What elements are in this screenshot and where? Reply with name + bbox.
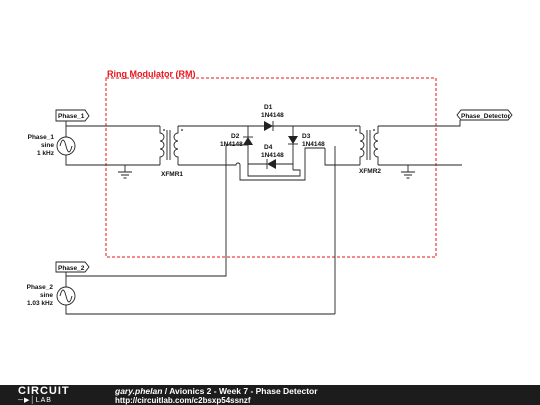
xfmr2-label: XFMR2 [359, 168, 381, 175]
phase1-source-wave: sine [41, 142, 54, 149]
d3-part: 1N4148 [302, 141, 325, 148]
phase2-source[interactable]: Phase_2 sine 1.03 kHz [27, 284, 76, 307]
phase-detector-flag-label: Phase_Detector [461, 113, 511, 120]
footer-title-line: gary.phelan / Avionics 2 - Week 7 - Phas… [115, 386, 318, 396]
ground-symbol [118, 165, 132, 179]
phase2-source-wave: sine [40, 292, 53, 299]
phase2-source-name: Phase_2 [27, 284, 54, 291]
ring-modulator-title: Ring Modulator (RM) [107, 69, 195, 79]
phase2-source-freq: 1.03 kHz [27, 300, 54, 307]
logo-text-lab: LAB [35, 397, 52, 404]
d3-name: D3 [302, 133, 311, 140]
footer-circuit-title: Avionics 2 - Week 7 - Phase Detector [169, 386, 318, 396]
schematic-canvas: Ring Modulator (RM) Phase_1 sine 1 kHz P… [27, 69, 513, 315]
diode-d1[interactable]: D1 1N4148 [261, 104, 284, 131]
diode-d4[interactable]: D4 1N4148 [261, 144, 284, 169]
phase-detector-flag[interactable]: Phase_Detector [456, 109, 513, 121]
ground-symbol [401, 165, 415, 179]
d4-name: D4 [264, 144, 273, 151]
d1-name: D1 [264, 104, 273, 111]
phase1-flag[interactable]: Phase_1 [55, 109, 90, 122]
logo-text-top: CIRCUIT [18, 385, 70, 397]
footer-user-link[interactable]: gary.phelan [115, 386, 163, 396]
ring-modulator-box: Ring Modulator (RM) [105, 69, 437, 258]
footer-url-link[interactable]: http://circuitlab.com/c2bsxp54ssnzf [115, 396, 251, 405]
logo-text-bottom: ─▶│LAB [18, 397, 52, 404]
phase2-flag[interactable]: Phase_2 [55, 261, 90, 273]
xfmr1-transformer[interactable]: XFMR1 [159, 126, 183, 178]
xfmr2-transformer[interactable]: XFMR2 [355, 126, 381, 175]
d2-name: D2 [231, 133, 240, 140]
diode-d3[interactable]: D3 1N4148 [288, 126, 325, 170]
xfmr1-label: XFMR1 [161, 171, 183, 178]
phase1-source-freq: 1 kHz [37, 150, 55, 157]
footer-bar: CIRCUIT ─▶│LAB gary.phelan / Avionics 2 … [0, 385, 540, 405]
diode-d2[interactable]: D2 1N4148 [220, 126, 253, 170]
d4-part: 1N4148 [261, 152, 284, 159]
phase1-source[interactable]: Phase_1 sine 1 kHz [28, 134, 76, 157]
phase1-flag-label: Phase_1 [58, 113, 85, 120]
phase2-flag-label: Phase_2 [58, 265, 85, 272]
phase1-source-name: Phase_1 [28, 134, 55, 141]
footer-separator: / [162, 386, 170, 396]
d2-part: 1N4148 [220, 141, 243, 148]
d1-part: 1N4148 [261, 112, 284, 119]
circuitlab-logo[interactable]: CIRCUIT ─▶│LAB [18, 385, 98, 405]
